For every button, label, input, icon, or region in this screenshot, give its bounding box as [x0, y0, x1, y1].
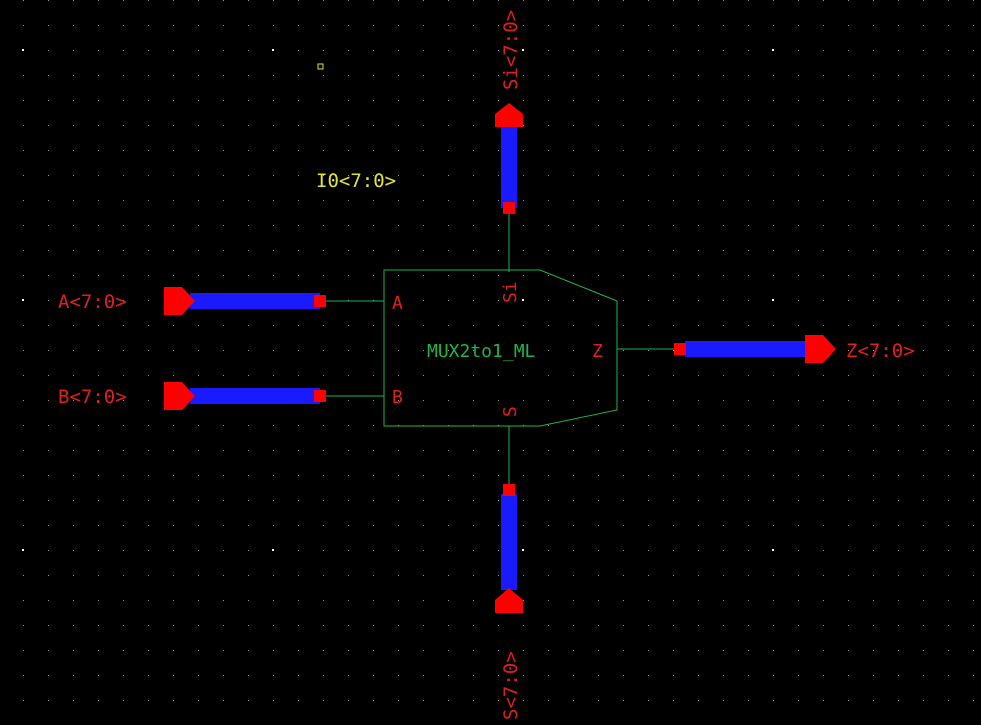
a-net-label[interactable]: A<7:0> [58, 291, 127, 313]
z-pin-arrow-icon[interactable] [805, 335, 836, 363]
pin-label-si: Si [500, 281, 521, 303]
pin-label-z: Z [592, 341, 603, 362]
z-net[interactable]: Z<7:0> [617, 335, 915, 363]
s-bus[interactable] [501, 494, 517, 590]
instance-label[interactable]: I0<7:0> [316, 170, 396, 192]
b-terminal-icon[interactable] [314, 390, 326, 402]
a-bus[interactable] [190, 293, 320, 309]
si-pin-arrow-icon[interactable] [495, 103, 523, 127]
si-net[interactable]: Si<7:0> [495, 10, 523, 272]
grid-minor [23, 0, 974, 701]
mux-symbol-outline[interactable] [383, 269, 618, 427]
si-net-label[interactable]: Si<7:0> [500, 10, 522, 90]
s-net-label[interactable]: S<7:0> [500, 651, 522, 720]
origin-marker [317, 63, 324, 70]
z-terminal-icon[interactable] [674, 343, 686, 355]
si-terminal-icon[interactable] [503, 202, 515, 214]
b-net[interactable]: B<7:0> [58, 382, 384, 410]
si-bus[interactable] [501, 127, 517, 208]
pin-label-s: S [500, 406, 521, 417]
s-terminal-icon[interactable] [503, 484, 515, 496]
b-bus[interactable] [190, 388, 320, 404]
s-net[interactable]: S<7:0> [495, 426, 523, 720]
b-net-label[interactable]: B<7:0> [58, 386, 127, 408]
pin-label-a: A [392, 293, 403, 314]
b-pin-arrow-icon[interactable] [164, 382, 195, 410]
a-net[interactable]: A<7:0> [58, 287, 384, 315]
s-pin-arrow-icon[interactable] [495, 588, 523, 613]
cell-name: MUX2to1_ML [427, 341, 536, 362]
z-bus[interactable] [685, 341, 807, 357]
pin-label-b: B [392, 387, 403, 408]
mux-symbol[interactable]: MUX2to1_ML A B Z Si S [383, 269, 618, 427]
a-pin-arrow-icon[interactable] [164, 287, 195, 315]
a-terminal-icon[interactable] [314, 295, 326, 307]
z-net-label[interactable]: Z<7:0> [846, 340, 915, 362]
